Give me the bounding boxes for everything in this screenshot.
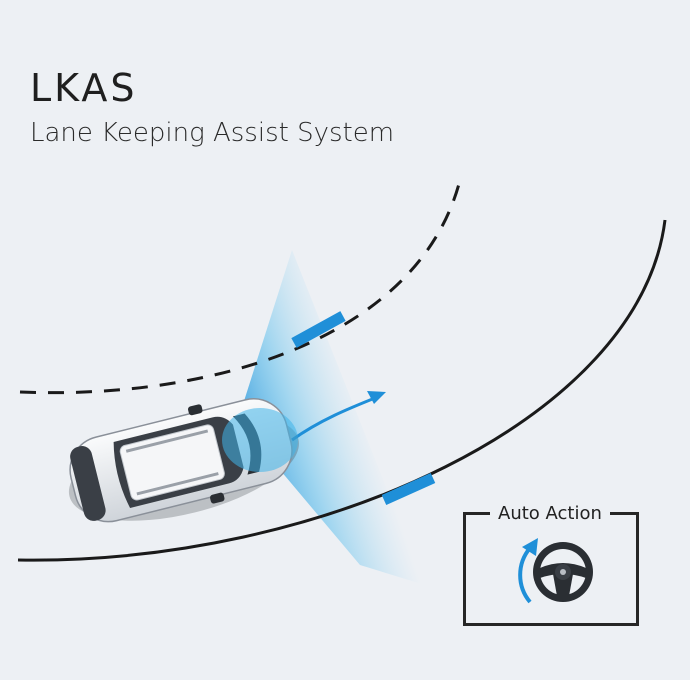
rotation-arrow-icon (518, 538, 538, 604)
auto-action-box (463, 512, 639, 626)
page-title: LKAS (30, 66, 138, 110)
page-subtitle: Lane Keeping Assist System (30, 118, 395, 148)
direction-arrow-icon (291, 391, 386, 442)
camera-glow (222, 408, 298, 472)
solid-lane-line (17, 219, 667, 562)
lane-detection-marker (291, 311, 346, 348)
lane-detection-marker (381, 472, 436, 506)
steering-wheel-icon (533, 542, 593, 602)
auto-action-label: Auto Action (490, 503, 610, 524)
dashed-lane-line (19, 179, 462, 395)
